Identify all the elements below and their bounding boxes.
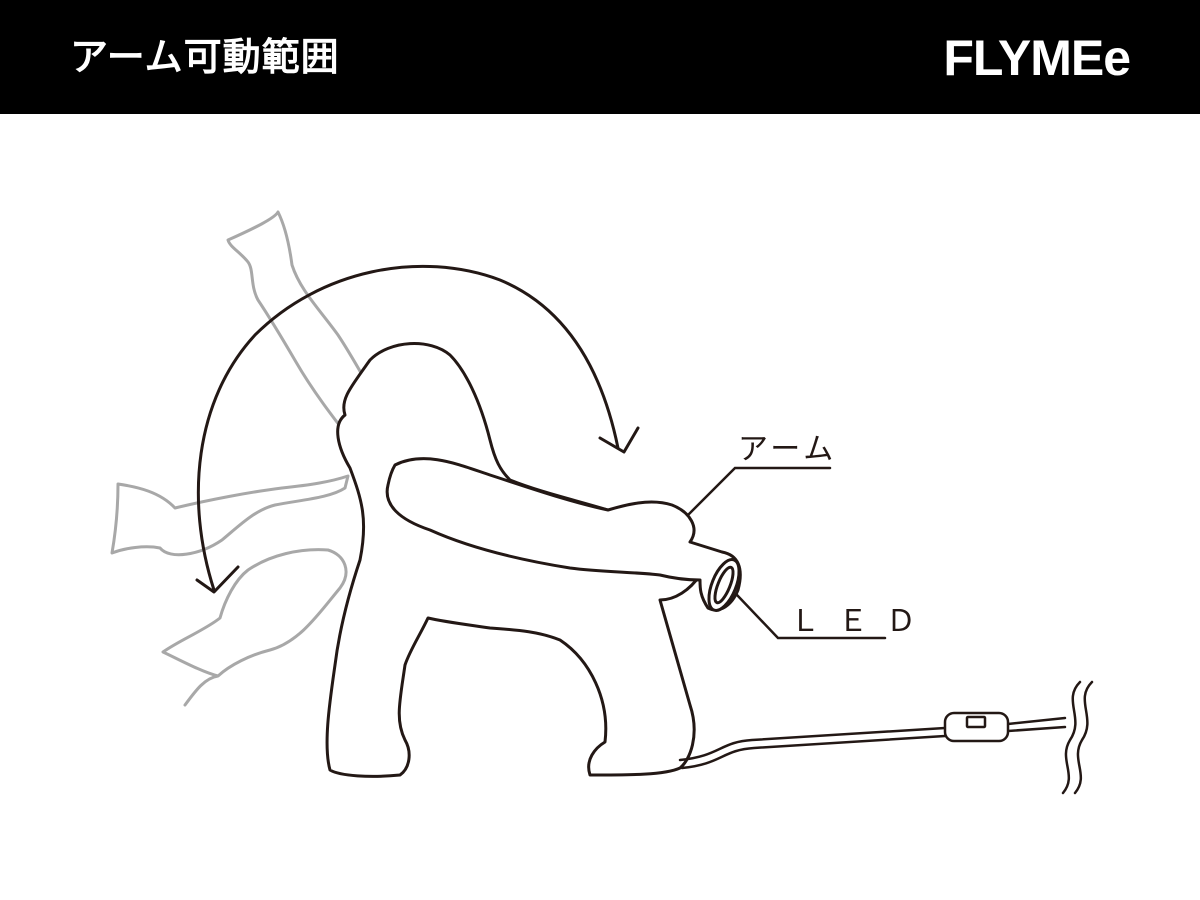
arrow-head-left [195, 565, 240, 594]
led-lens-inner [713, 565, 735, 605]
curved-arrow-icon [195, 264, 640, 594]
arm-leader-line [686, 466, 832, 517]
break-line-right [1073, 680, 1094, 795]
ghost-arm-lower [161, 548, 348, 707]
cord-line-c [1006, 716, 1067, 726]
arrow-head-right [598, 426, 640, 454]
callout-leaders [686, 466, 887, 640]
arm-range-diagram [110, 210, 1094, 795]
arm-callout-label: アーム [738, 432, 838, 467]
led-callout-label: ＬＥＤ [790, 604, 934, 639]
cord-line-d [1006, 725, 1067, 733]
rotation-arc [196, 264, 620, 592]
break-symbol-icon [1061, 680, 1094, 795]
switch-button [965, 715, 987, 729]
led-leader-line [735, 593, 887, 640]
cord-line-a [678, 726, 947, 762]
brand-logo: FLYMEe [943, 30, 1131, 86]
inline-switch-icon [943, 711, 1010, 743]
ghost-arm-middle [110, 474, 350, 557]
break-line-left [1061, 680, 1082, 795]
cord-line-b [680, 734, 947, 770]
gorilla-lamp [325, 342, 742, 778]
header-bar: アーム可動範囲 FLYMEe [0, 0, 1200, 114]
page-title: アーム可動範囲 [70, 35, 340, 79]
lamp-arm [385, 457, 742, 612]
power-cord [678, 716, 1067, 770]
